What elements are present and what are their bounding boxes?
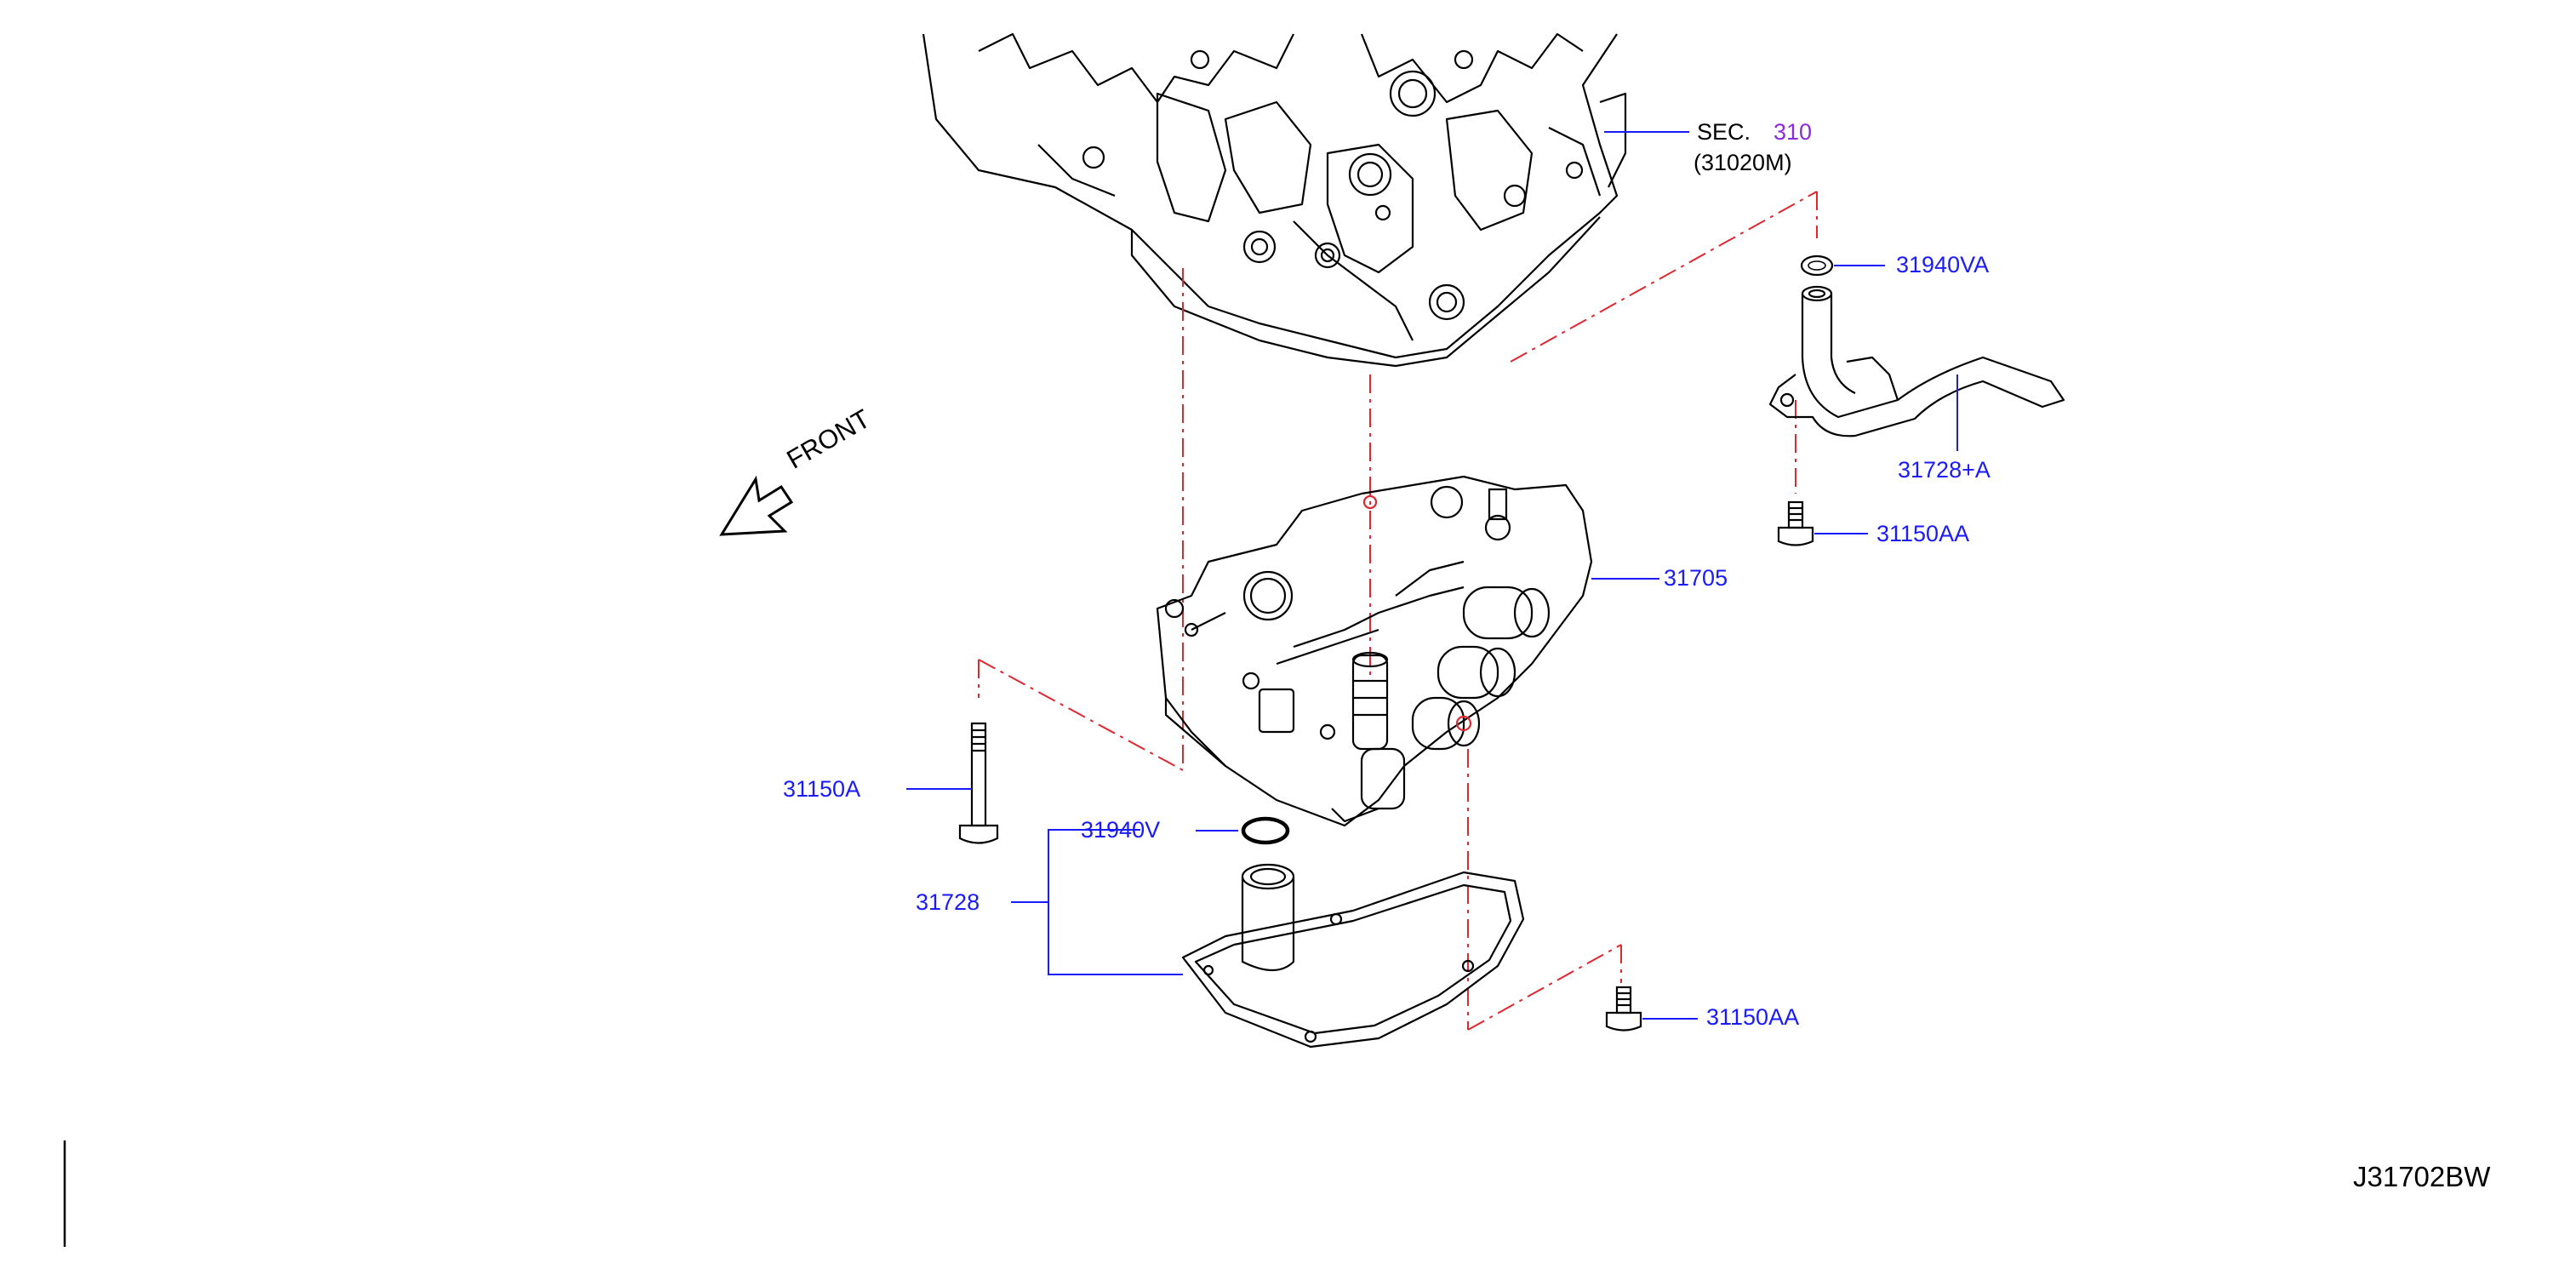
part-label-31150aa-lower[interactable]: 31150AA xyxy=(1706,1004,1800,1030)
part-label-31728a[interactable]: 31728+A xyxy=(1898,457,1991,483)
oil-strainer-icon xyxy=(1181,863,1525,1049)
section-ref-prefix: SEC. xyxy=(1697,119,1751,145)
leader-bracket-31728 xyxy=(1011,829,1183,975)
part-label-31940v[interactable]: 31940V xyxy=(1081,817,1161,843)
oring-lower-icon xyxy=(1241,816,1290,845)
bolt-long-icon xyxy=(958,722,999,844)
diagram-id: J31702BW xyxy=(2353,1161,2491,1192)
part-label-31940va[interactable]: 31940VA xyxy=(1896,252,1990,277)
phantom-lines xyxy=(978,191,1818,1031)
section-ref-number[interactable]: 310 xyxy=(1773,119,1813,145)
part-label-31150a[interactable]: 31150A xyxy=(783,776,861,802)
bolt-upper-icon xyxy=(1777,500,1814,546)
front-arrow-icon xyxy=(719,475,794,536)
section-ref-part: (31020M) xyxy=(1694,150,1792,175)
part-label-31705[interactable]: 31705 xyxy=(1664,565,1728,591)
oil-hose-icon xyxy=(1768,285,2065,437)
part-label-31150aa-upper[interactable]: 31150AA xyxy=(1876,521,1970,546)
bolt-lower-icon xyxy=(1605,986,1642,1032)
oring-upper-icon xyxy=(1800,254,1834,277)
part-label-31728[interactable]: 31728 xyxy=(916,889,980,915)
transmission-case xyxy=(922,32,1627,368)
control-valve-icon xyxy=(1156,475,1593,827)
